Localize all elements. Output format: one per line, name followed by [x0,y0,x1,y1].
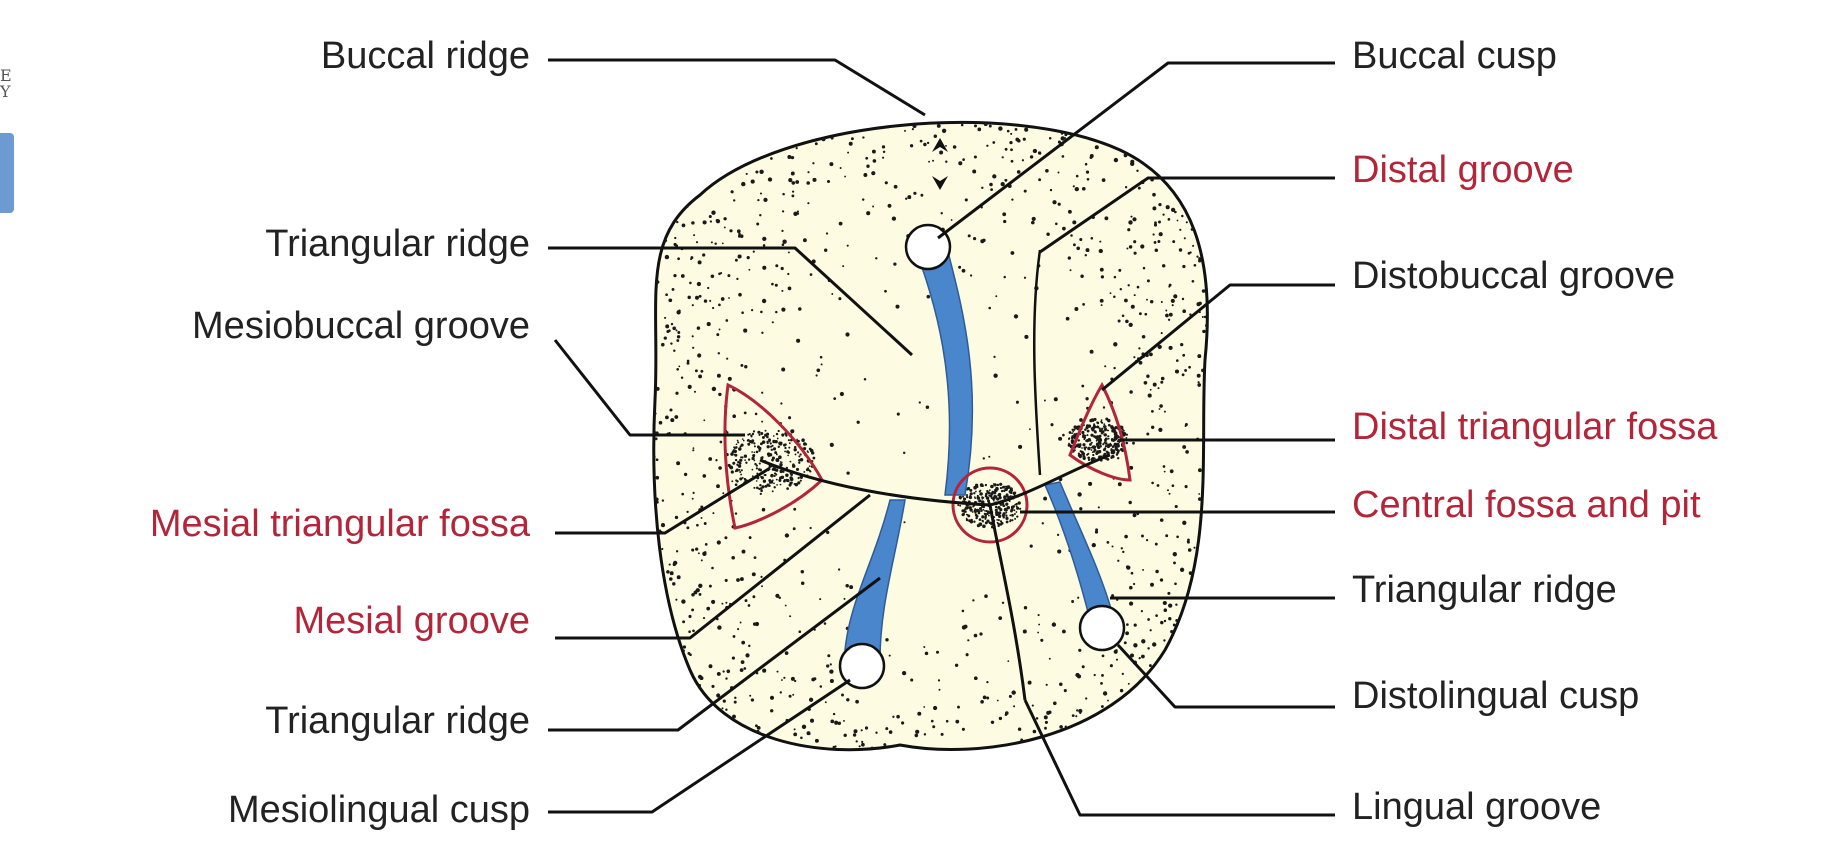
mesial-triangular-fossa-outline [723,382,824,530]
central-groove-line [759,453,1111,507]
label-buccal-cusp: Buccal cusp [1352,35,1557,77]
leader-line-triangular-ridge-upper [548,246,914,357]
edge-glyph: E Y [0,66,12,101]
label-triangular-ridge-lower: Triangular ridge [265,700,530,742]
label-buccal-ridge: Buccal ridge [320,35,530,77]
leader-line-distolingual-cusp [1116,643,1335,709]
label-mesiobuccal-groove: Mesiobuccal groove [192,305,530,347]
leader-line-distal-groove [1039,176,1335,254]
distolingual-cusp-tip [1078,604,1126,652]
triangular-ridge-upper-shape [910,239,974,496]
buccal-cusp-tip [904,223,952,271]
label-distal-triangular-fossa: Distal triangular fossa [1352,406,1718,448]
central-fossa-outline [951,466,1029,544]
leader-line-mesiobuccal-groove [553,339,745,437]
distal-triangular-fossa-outline [1068,381,1132,482]
leader-line-lingual-groove [1023,699,1335,817]
sidebar-tab[interactable] [0,133,14,213]
leader-line-buccal-cusp [937,61,1335,240]
buccal-ridge-arrow-up [932,138,948,152]
leader-line-mesial-groove [555,493,871,640]
label-distal-groove: Distal groove [1352,149,1574,191]
label-central-fossa-and-pit: Central fossa and pit [1352,484,1701,526]
label-distobuccal-groove: Distobuccal groove [1352,255,1676,297]
leader-line-mesiolingual-cusp [548,678,851,814]
label-mesiolingual-cusp: Mesiolingual cusp [227,789,530,831]
buccal-ridge-arrow-down [932,176,948,190]
leader-line-distobuccal-groove [1101,283,1335,392]
mesiolingual-cusp-tip [838,642,886,690]
label-triangular-ridge-right: Triangular ridge [1352,569,1617,611]
label-mesial-groove: Mesial groove [293,600,530,642]
leader-line-mesial-triangular-fossa [555,466,771,535]
leader-line-triangular-ridge-lower [548,576,881,732]
label-lingual-groove: Lingual groove [1352,786,1602,828]
leader-line-buccal-ridge [548,58,926,117]
distal-groove-line [1032,249,1042,476]
label-triangular-ridge-upper: Triangular ridge [265,223,530,265]
lingual-groove-line [988,504,1027,701]
label-mesial-triangular-fossa: Mesial triangular fossa [149,503,530,545]
tooth-outline [652,121,1209,752]
label-distolingual-cusp: Distolingual cusp [1352,675,1640,717]
